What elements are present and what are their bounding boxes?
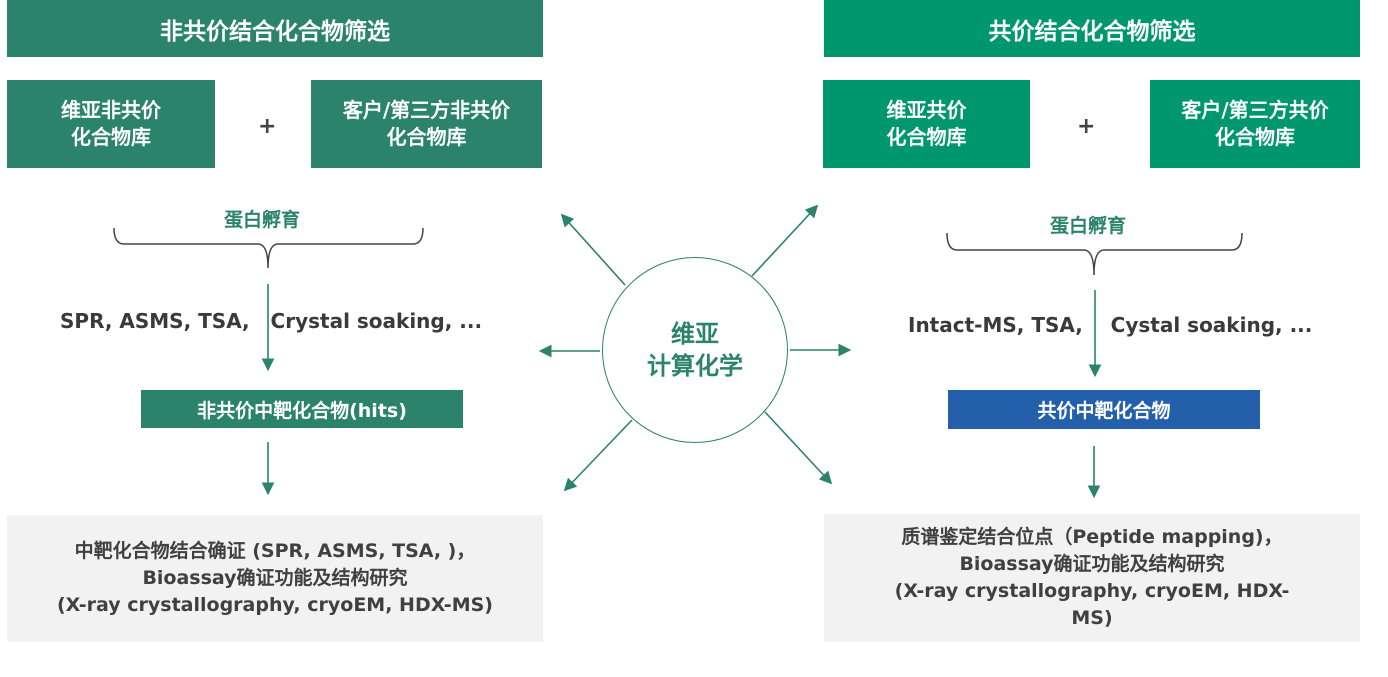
center-circle: 维亚计算化学 bbox=[602, 257, 788, 443]
right-methods: Intact-MS, TSA, Cystal soaking, ... bbox=[908, 313, 1313, 337]
label: 化合物库 bbox=[886, 125, 967, 149]
label: 客户/第三方共价 bbox=[1181, 98, 1329, 122]
label: 化合物库 bbox=[71, 125, 151, 149]
line: 中靶化合物结合确证 (SPR, ASMS, TSA, )， bbox=[74, 540, 476, 562]
right-title: 共价结合化合物筛选 bbox=[824, 0, 1360, 57]
left-followup-box: 中靶化合物结合确证 (SPR, ASMS, TSA, )， Bioassay确证… bbox=[7, 515, 543, 642]
left-title: 非共价结合化合物筛选 bbox=[7, 0, 543, 57]
arrow-up-right bbox=[751, 204, 819, 277]
arrow-up-left bbox=[560, 213, 626, 286]
label: 化合物库 bbox=[1215, 125, 1295, 149]
label: 化合物库 bbox=[386, 125, 467, 149]
arrow-down-right bbox=[764, 411, 833, 485]
right-followup-box: 质谱鉴定结合位点（Peptide mapping)， Bioassay确证功能及… bbox=[824, 514, 1360, 642]
left-brace bbox=[113, 227, 424, 269]
right-brace bbox=[946, 232, 1243, 276]
right-incubation: 蛋白孵育 bbox=[1050, 215, 1127, 237]
left-plus: + bbox=[258, 114, 277, 139]
label: 维亚非共价 bbox=[61, 98, 161, 122]
label: 客户/第三方非共价 bbox=[342, 98, 511, 122]
line: (X-ray crystallography, cryoEM, HDX-MS) bbox=[57, 594, 493, 616]
left-library-client: 客户/第三方非共价化合物库 bbox=[311, 80, 542, 168]
label: 维亚 bbox=[671, 320, 719, 348]
right-hits-box: 共价中靶化合物 bbox=[948, 390, 1260, 429]
right-library-own: 维亚共价化合物库 bbox=[823, 80, 1030, 168]
left-incubation: 蛋白孵育 bbox=[224, 209, 301, 231]
left-library-own: 维亚非共价化合物库 bbox=[7, 80, 215, 168]
line: 质谱鉴定结合位点（Peptide mapping)， bbox=[901, 526, 1283, 548]
right-library-client: 客户/第三方共价化合物库 bbox=[1150, 80, 1360, 168]
label: 计算化学 bbox=[647, 352, 743, 380]
line: (X-ray crystallography, cryoEM, HDX- bbox=[894, 580, 1290, 602]
label: 维亚共价 bbox=[886, 98, 967, 122]
line: MS) bbox=[1071, 607, 1113, 629]
line: Bioassay确证功能及结构研究 bbox=[959, 553, 1225, 575]
left-methods: SPR, ASMS, TSA, Crystal soaking, ... bbox=[60, 309, 483, 333]
arrow-down-left bbox=[563, 419, 633, 492]
line: Bioassay确证功能及结构研究 bbox=[142, 567, 408, 589]
left-hits-box: 非共价中靶化合物(hits) bbox=[141, 390, 463, 428]
right-plus: + bbox=[1077, 114, 1096, 139]
